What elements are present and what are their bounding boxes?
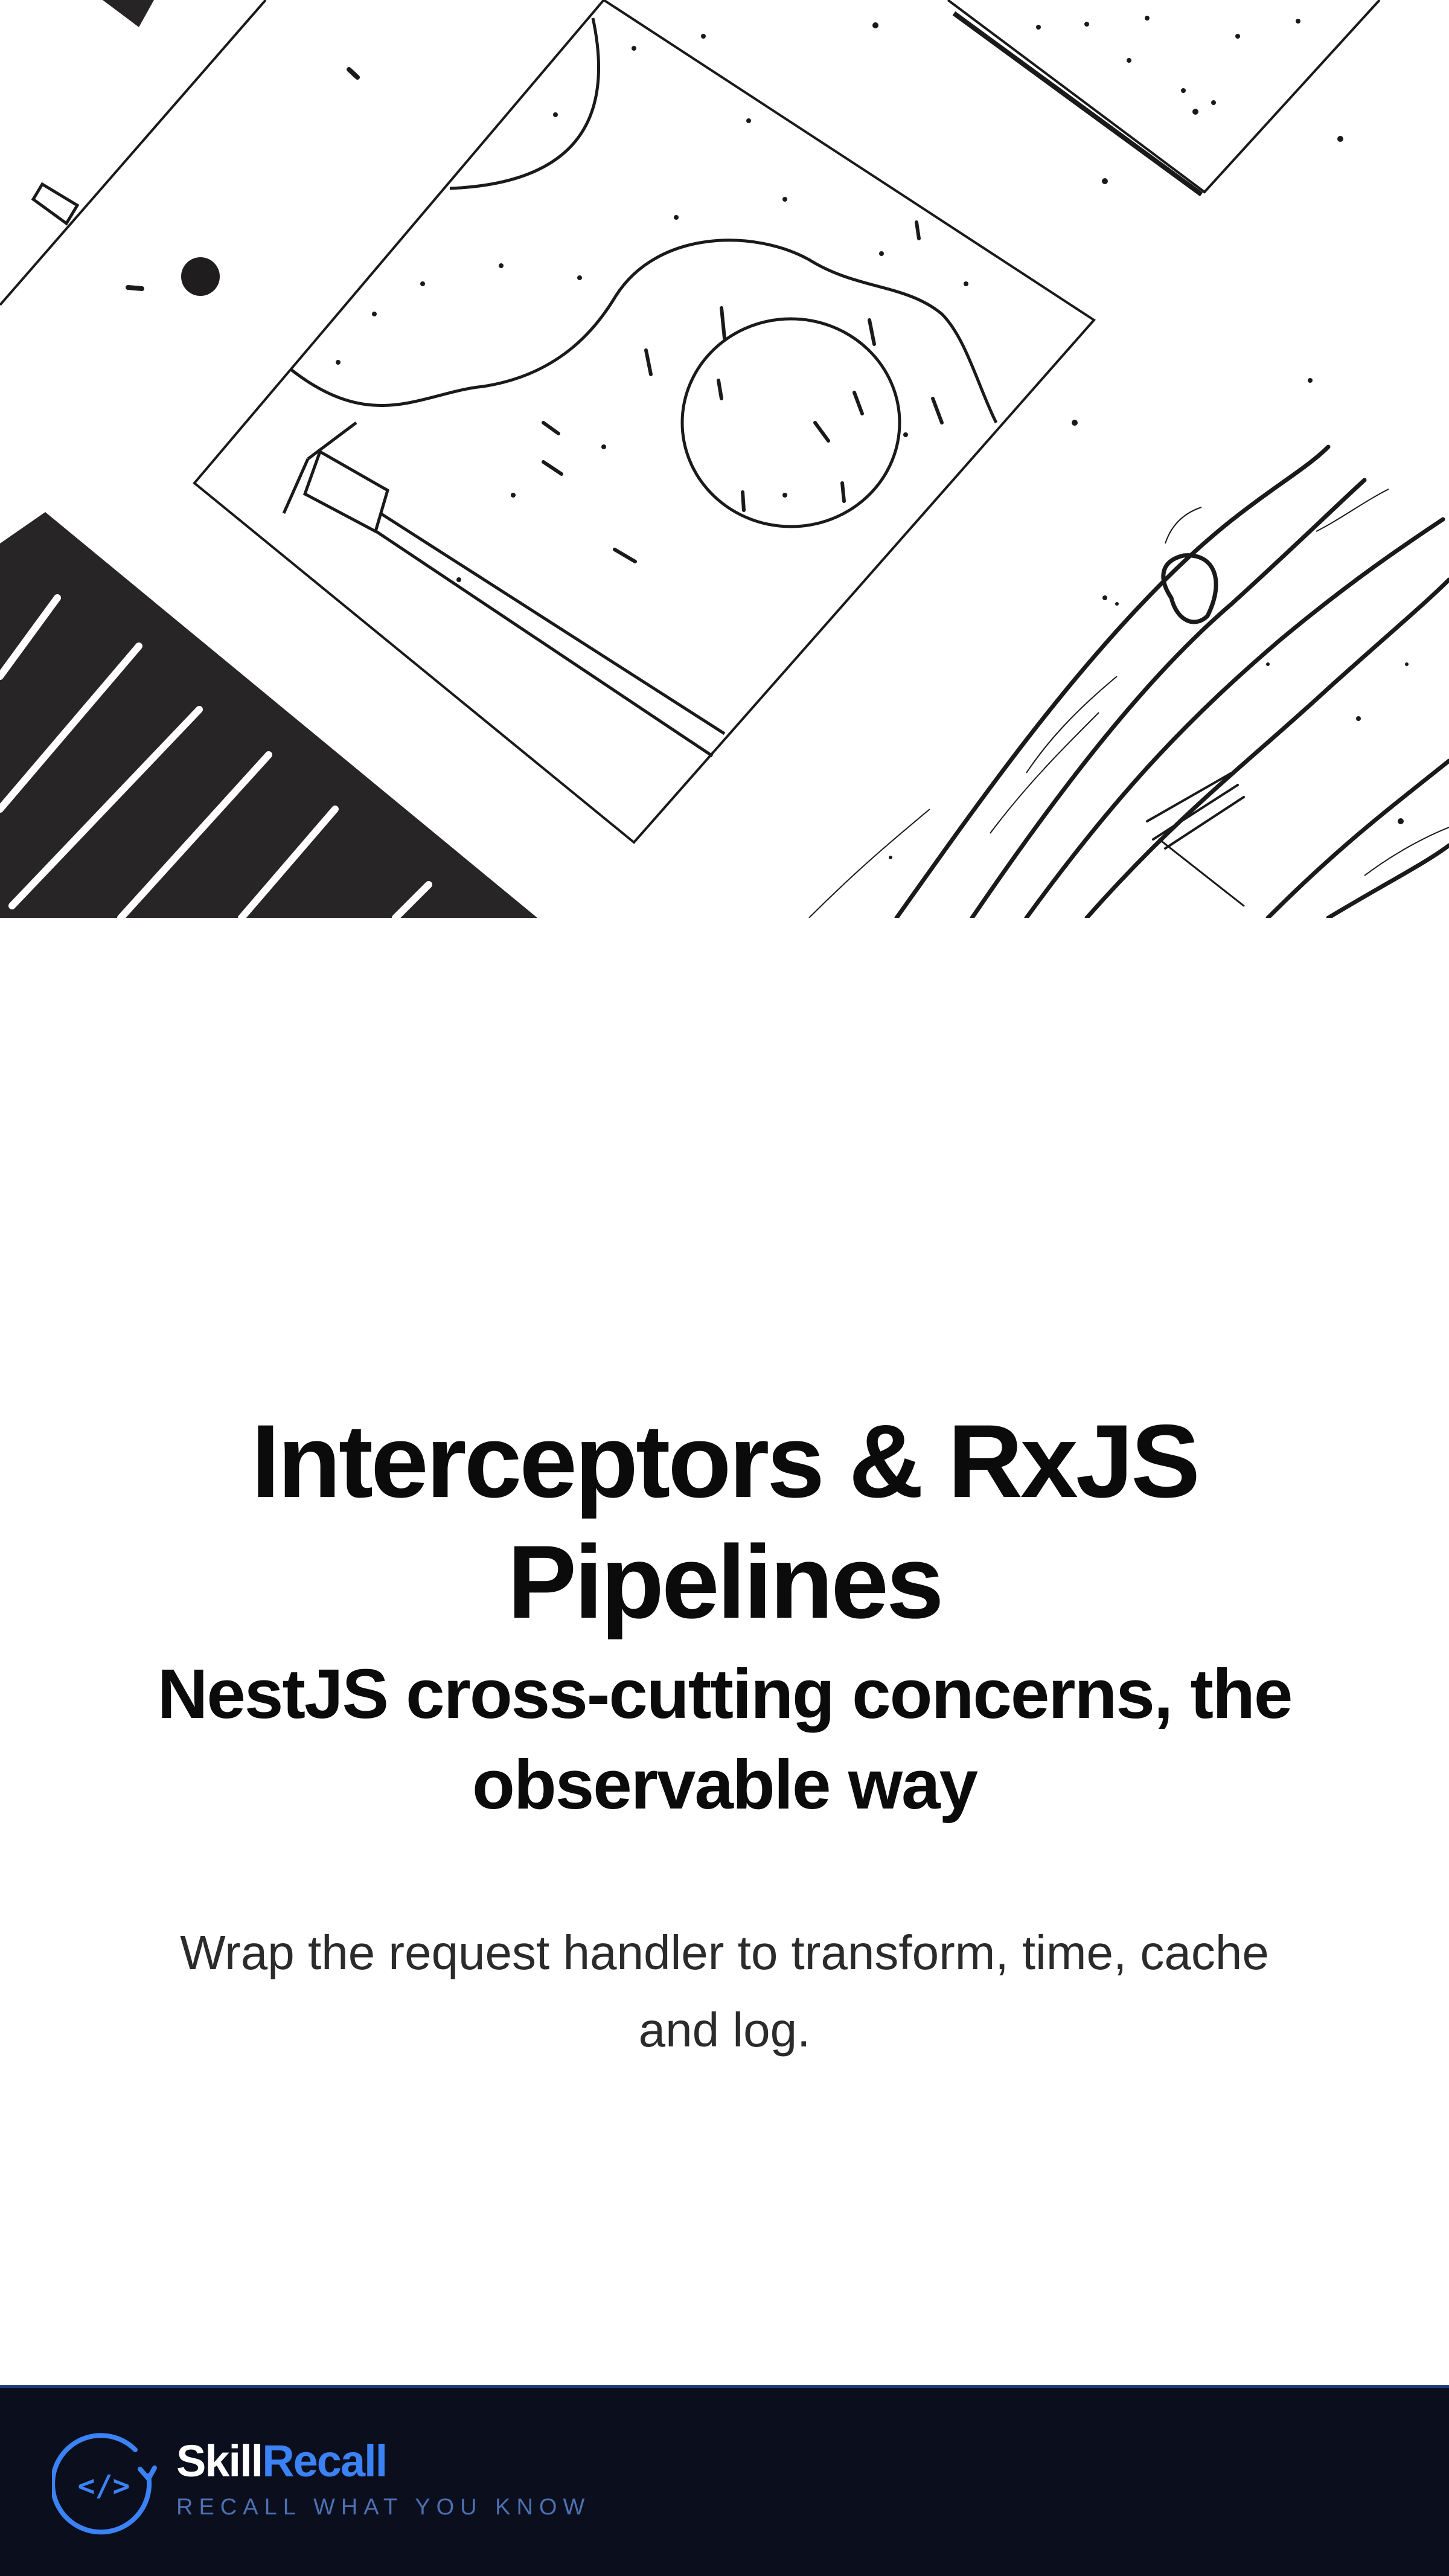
striped-block (0, 512, 537, 918)
page-title: Interceptors & RxJS Pipelines (251, 1403, 1200, 1640)
logo-glyph: </> (78, 2469, 130, 2503)
sketch-illustration (0, 0, 1449, 918)
wood-grain (894, 444, 1449, 918)
dark-corner-shape (103, 0, 154, 27)
ink-dot (181, 257, 220, 296)
brand-skill: Skill (176, 2436, 263, 2486)
dotted-sheet (872, 0, 1381, 197)
hero-illustration (0, 0, 1449, 918)
page-tagline: Wrap the request handler to transform, t… (180, 1926, 1269, 2057)
page-subtitle: NestJS cross-cutting concerns, the obser… (157, 1655, 1293, 1824)
code-brackets-icon: </> (52, 2433, 157, 2535)
brand-name: SkillRecall (176, 2434, 388, 2488)
brand-recall: Recall (262, 2436, 388, 2486)
footer-brand-bar: </> SkillRecall RECALL WHAT YOU KNOW (0, 2385, 1449, 2576)
brand-tagline: RECALL WHAT YOU KNOW (176, 2494, 591, 2520)
content-area: Interceptors & RxJS Pipelines NestJS cro… (0, 918, 1449, 2385)
tilted-paper-sheet (193, 0, 1096, 844)
